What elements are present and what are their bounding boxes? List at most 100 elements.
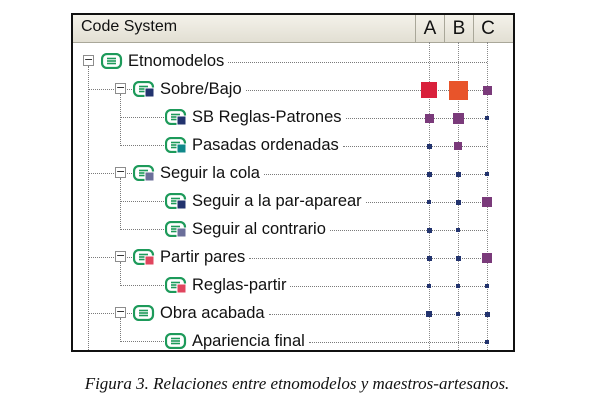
matrix-cell[interactable] (456, 228, 460, 232)
code-label: Pasadas ordenadas (192, 136, 339, 154)
column-header: Code System A B C (73, 15, 513, 43)
code-label: Reglas-partir (192, 276, 287, 294)
tree-connector (120, 318, 121, 342)
collapse-toggle[interactable]: − (115, 249, 126, 262)
column-a-header[interactable]: A (415, 15, 444, 42)
code-system-header[interactable]: Code System (81, 18, 178, 35)
matrix-cell[interactable] (455, 171, 461, 177)
tree-row[interactable]: Reglas-partir (73, 272, 513, 300)
code-label: Seguir a la par-aparear (192, 192, 362, 210)
row-leader-line (249, 258, 487, 259)
tree-connector (120, 94, 121, 146)
matrix-cell[interactable] (426, 171, 432, 177)
code-label: Seguir la cola (160, 164, 260, 182)
tree-connector (120, 117, 164, 118)
code-label: Obra acabada (160, 304, 265, 322)
tree-connector (120, 201, 164, 202)
tree-row[interactable]: Seguir al contrario (73, 216, 513, 244)
collapse-toggle[interactable]: − (115, 81, 126, 94)
tree-connector (88, 313, 132, 314)
matrix-cell[interactable] (421, 82, 437, 98)
tree-row[interactable]: − Obra acabada (73, 300, 513, 328)
code-icon (164, 136, 188, 154)
tree-row[interactable]: Pasadas ordenadas (73, 132, 513, 160)
row-leader-line (330, 230, 487, 231)
row-leader-line (246, 90, 487, 91)
code-label: Apariencia final (192, 332, 305, 350)
tree-row[interactable]: SB Reglas-Patrones (73, 104, 513, 132)
row-leader-line (264, 174, 487, 175)
matrix-cell[interactable] (455, 255, 461, 261)
code-icon (132, 80, 156, 98)
figure-caption: Figura 3. Relaciones entre etnomodelos y… (84, 374, 510, 393)
tree-connector (120, 341, 164, 342)
row-leader-line (228, 62, 487, 63)
tree-row[interactable]: Seguir a la par-aparear (73, 188, 513, 216)
tree-row[interactable]: − Etnomodelos (73, 48, 513, 76)
matrix-cell[interactable] (452, 112, 464, 124)
row-leader-line (366, 202, 487, 203)
matrix-cell[interactable] (424, 113, 434, 123)
collapse-toggle[interactable]: − (115, 165, 126, 178)
matrix-cell[interactable] (426, 143, 432, 149)
code-icon (132, 304, 156, 322)
tree-connector (120, 145, 164, 146)
code-label: Partir pares (160, 248, 246, 266)
row-leader-line (309, 342, 487, 343)
column-gridline (458, 42, 459, 350)
tree-connector (120, 229, 164, 230)
tree-row[interactable]: − Partir pares (73, 244, 513, 272)
tree-connector (88, 66, 89, 350)
matrix-cell[interactable] (455, 199, 461, 205)
column-gridline (487, 42, 488, 350)
code-label: Seguir al contrario (192, 220, 326, 238)
code-icon (132, 164, 156, 182)
column-gridline (429, 42, 430, 350)
matrix-cell[interactable] (426, 255, 432, 261)
matrix-cell[interactable] (456, 284, 460, 288)
code-label: Etnomodelos (128, 52, 225, 70)
code-icon (164, 276, 188, 294)
tree-connector (88, 257, 132, 258)
matrix-cell[interactable] (485, 116, 489, 120)
matrix-cell[interactable] (456, 312, 460, 316)
matrix-cell[interactable] (448, 80, 468, 100)
code-icon (164, 220, 188, 238)
collapse-toggle[interactable]: − (115, 305, 126, 318)
code-icon (164, 108, 188, 126)
code-icon (100, 52, 124, 70)
code-label: Sobre/Bajo (160, 80, 242, 98)
matrix-cell[interactable] (482, 197, 492, 207)
column-c-header[interactable]: C (473, 15, 502, 42)
column-b-header[interactable]: B (444, 15, 473, 42)
matrix-cell[interactable] (426, 311, 432, 317)
tree-connector (88, 173, 132, 174)
matrix-cell[interactable] (454, 142, 462, 150)
row-leader-line (343, 146, 487, 147)
collapse-toggle[interactable]: − (83, 53, 94, 66)
matrix-cell[interactable] (485, 284, 489, 288)
tree-row[interactable]: Apariencia final (73, 328, 513, 350)
matrix-cell[interactable] (482, 85, 492, 95)
tree-connector (120, 262, 121, 286)
matrix-cell[interactable] (485, 340, 489, 344)
row-leader-line (346, 118, 487, 119)
matrix-cell[interactable] (484, 311, 490, 317)
matrix-cell[interactable] (426, 227, 432, 233)
matrix-cell[interactable] (427, 284, 431, 288)
code-icon (132, 248, 156, 266)
matrix-cell[interactable] (485, 172, 489, 176)
matrix-cell[interactable] (427, 200, 431, 204)
code-system-panel: Code System A B C −Etnomodelos−Sobre/Baj… (71, 13, 515, 352)
tree-row[interactable]: − Sobre/Bajo (73, 76, 513, 104)
code-icon (164, 332, 188, 350)
code-label: SB Reglas-Patrones (192, 108, 342, 126)
tree-connector (120, 178, 121, 230)
tree-connector (120, 285, 164, 286)
matrix-cell[interactable] (482, 253, 492, 263)
row-leader-line (290, 286, 487, 287)
row-leader-line (269, 314, 487, 315)
tree-row[interactable]: − Seguir la cola (73, 160, 513, 188)
tree-connector (88, 89, 132, 90)
code-icon (164, 192, 188, 210)
